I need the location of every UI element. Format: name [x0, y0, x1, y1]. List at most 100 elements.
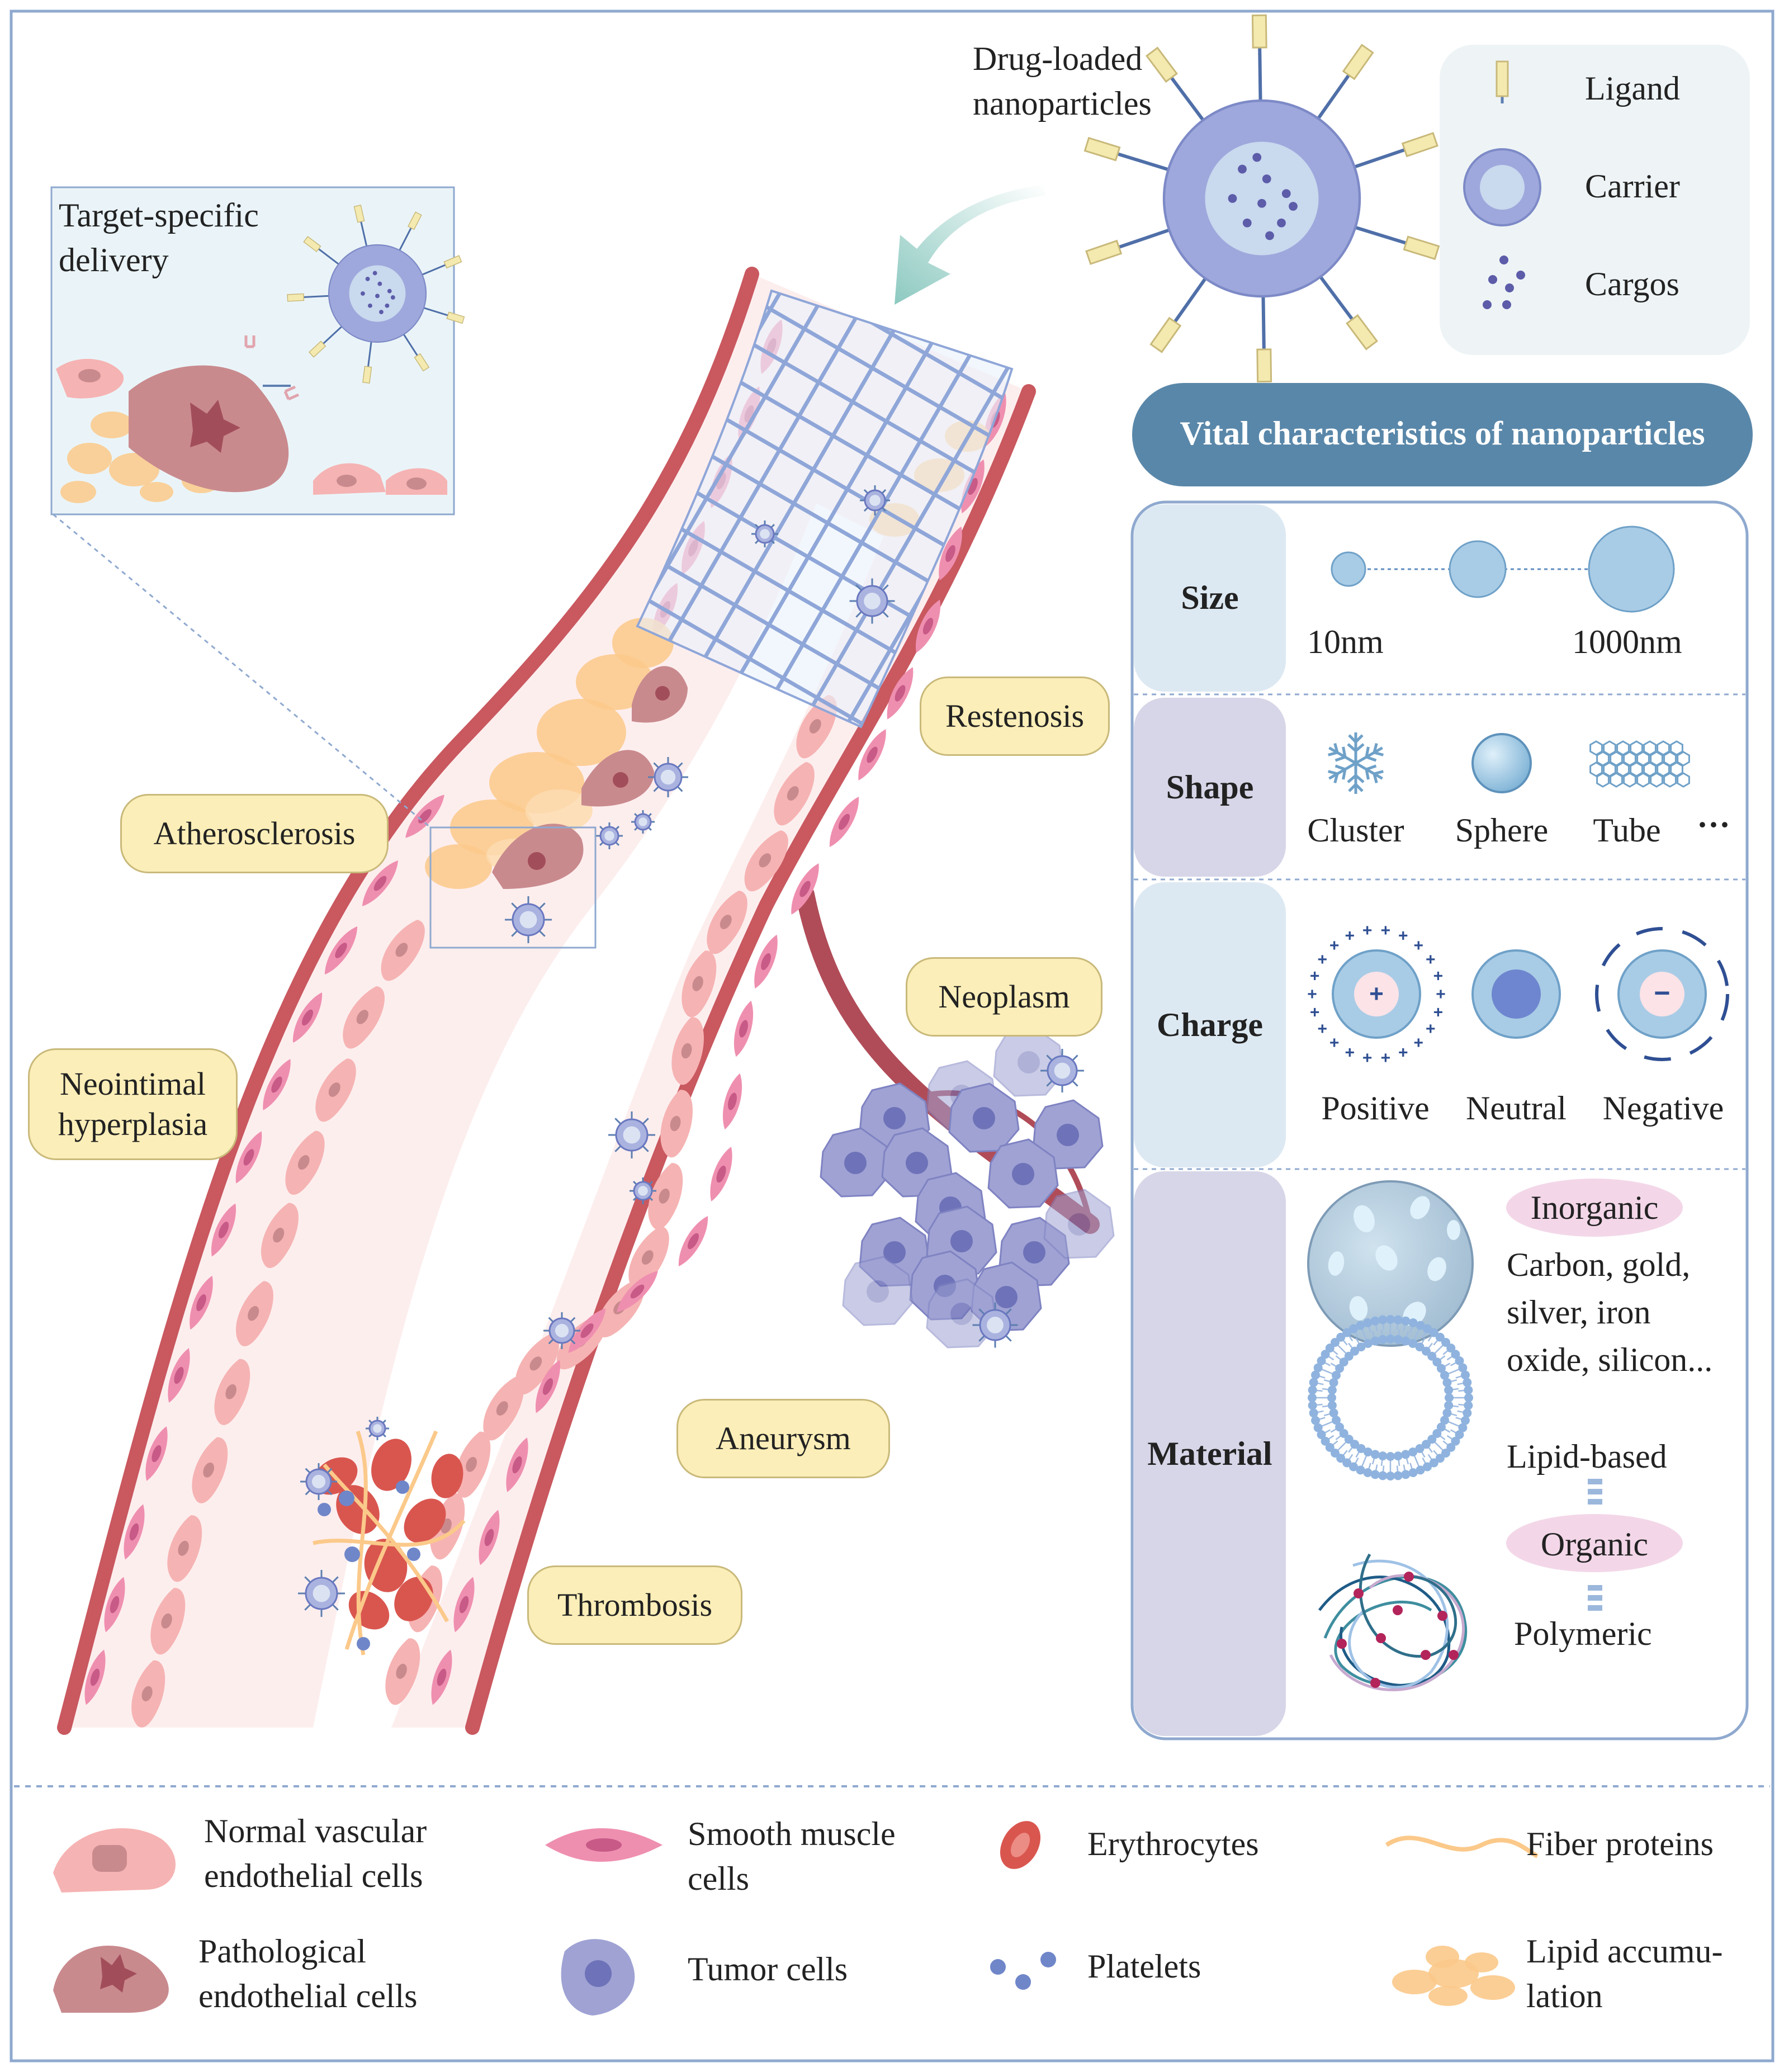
legend-tumor-cells: Tumor cells [688, 1951, 848, 1988]
neoplasm-label: Neoplasm [906, 957, 1102, 1037]
polymeric-label: Polymeric [1514, 1615, 1652, 1652]
vessel-lumen [313, 503, 883, 1728]
material-row-label: Material [1147, 1435, 1272, 1472]
size-row-label: Size [1181, 579, 1239, 616]
svg-text:+: + [1317, 950, 1327, 969]
svg-text:+: + [1436, 985, 1446, 1004]
tube-icon [1589, 740, 1690, 788]
size-max-label: 1000nm [1572, 623, 1682, 660]
legend-erythrocyte-icon [1000, 1821, 1041, 1869]
organic-tag-bg [1506, 1514, 1683, 1572]
size-scale [1331, 526, 1675, 613]
negative-sign: − [1654, 977, 1671, 1009]
shape-cluster-label: Cluster [1307, 812, 1404, 849]
inorganic-particle-icon [1307, 1180, 1474, 1347]
svg-text:+: + [1362, 1049, 1373, 1067]
svg-text:+: + [1381, 921, 1391, 940]
charge-row-bg [1134, 882, 1286, 1167]
material-connectors [1588, 1479, 1602, 1611]
legend-lipid: Lipid accumu- lation [1526, 1933, 1723, 2014]
svg-text:+: + [1426, 950, 1436, 969]
legend-pathological-icon [53, 1946, 169, 2013]
positive-sign: + [1369, 980, 1384, 1007]
inorganic-examples: Carbon, gold, silver, iron oxide, silico… [1507, 1246, 1713, 1378]
shape-sphere-label: Sphere [1455, 812, 1549, 849]
legend-platelets: Platelets [1087, 1948, 1201, 1985]
legend-normal-endothelial-icon [53, 1828, 176, 1893]
atherosclerosis-label: Atherosclerosis [120, 794, 389, 873]
inorganic-tag: Inorganic [1530, 1189, 1659, 1226]
svg-text:+: + [1317, 1020, 1327, 1038]
neutral-charge-icon [1471, 949, 1561, 1039]
svg-text:+: + [1381, 1049, 1391, 1067]
legend-pathological: Pathological endothelial cells [198, 1933, 418, 2014]
material-row-bg [1134, 1171, 1286, 1736]
svg-text:+: + [1310, 967, 1320, 986]
zoom-source-box [429, 826, 597, 949]
thrombosis-label: Thrombosis [527, 1565, 742, 1645]
svg-text:+: + [1433, 967, 1444, 986]
characteristics-header: Vital characteristics of nanoparticles [1180, 415, 1705, 452]
svg-text:+: + [1414, 936, 1424, 955]
svg-text:+: + [1362, 921, 1373, 940]
legend-ligand-label: Ligand [1585, 70, 1680, 107]
neointimal-label: Neointimal hyperplasia [28, 1048, 238, 1160]
aneurysm-label: Aneurysm [676, 1399, 890, 1478]
vessel-wall-left [57, 267, 759, 1735]
shape-more-label: ··· [1697, 806, 1731, 843]
pathological-cells [492, 666, 688, 889]
svg-text:+: + [1414, 1034, 1424, 1052]
svg-text:+: + [1433, 1003, 1444, 1021]
svg-text:+: + [1426, 1020, 1436, 1038]
charge-row-label: Charge [1157, 1006, 1263, 1043]
legend-erythrocytes: Erythrocytes [1087, 1825, 1259, 1862]
shape-tube-label: Tube [1593, 812, 1661, 849]
svg-text:+: + [1398, 1044, 1408, 1062]
legend-lipid-icon [1392, 1946, 1515, 2006]
size-min-label: 10nm [1307, 623, 1384, 660]
shape-row-bg [1134, 698, 1286, 877]
polymer-icon [1318, 1553, 1468, 1691]
cargo-symbol [1483, 256, 1525, 309]
circulating-nanoparticles [298, 485, 1084, 1617]
characteristics-header-bg [1132, 383, 1753, 486]
liposome-icon [1308, 1315, 1473, 1480]
outer-frame [10, 10, 1774, 2062]
svg-text:+: + [1310, 1003, 1320, 1021]
thrombus [313, 1430, 466, 1655]
zoom-inset-title: Target-specific delivery [59, 197, 259, 278]
tumor-cluster [820, 1026, 1115, 1349]
svg-text:+: + [1398, 926, 1408, 945]
legend-smooth-muscle: Smooth muscle cells [688, 1815, 896, 1897]
svg-text:+: + [1307, 985, 1317, 1004]
delivery-arrow [895, 185, 1045, 305]
svg-text:+: + [1345, 926, 1355, 945]
legend-fiber-icon [1385, 1836, 1539, 1858]
legend-fiber-proteins: Fiber proteins [1526, 1825, 1714, 1862]
charge-neutral-label: Neutral [1466, 1090, 1567, 1127]
vessel-wall-right [465, 384, 1036, 1735]
drug-loaded-nanoparticle [1083, 14, 1440, 383]
legend-carrier-label: Carrier [1585, 168, 1680, 205]
legend-normal-endothelial: Normal vascular endothelial cells [204, 1813, 427, 1894]
positive-charge-icon: ++++++++++++++++++++++ [1307, 921, 1446, 1067]
charge-negative-label: Negative [1602, 1090, 1724, 1127]
ligand-symbol [1496, 60, 1509, 103]
organic-tag: Organic [1540, 1526, 1649, 1563]
legend-smooth-muscle-icon [545, 1828, 663, 1862]
zoom-inset [50, 186, 465, 515]
legend-cargos-label: Cargos [1585, 266, 1679, 302]
carrier-symbol [1463, 148, 1541, 226]
nanoparticle-title: Drug-loaded nanoparticles [973, 40, 1152, 122]
legend-platelet-icon [990, 1952, 1056, 1990]
charge-positive-label: Positive [1321, 1090, 1430, 1127]
stent-mesh-grid [637, 291, 1012, 727]
cluster-icon [1328, 732, 1384, 794]
svg-text:+: + [1345, 1044, 1355, 1062]
legend-tumor-icon [561, 1939, 635, 2016]
zoom-connector-top [53, 513, 431, 829]
restenosis-label: Restenosis [920, 677, 1110, 756]
size-row-bg [1134, 504, 1286, 692]
